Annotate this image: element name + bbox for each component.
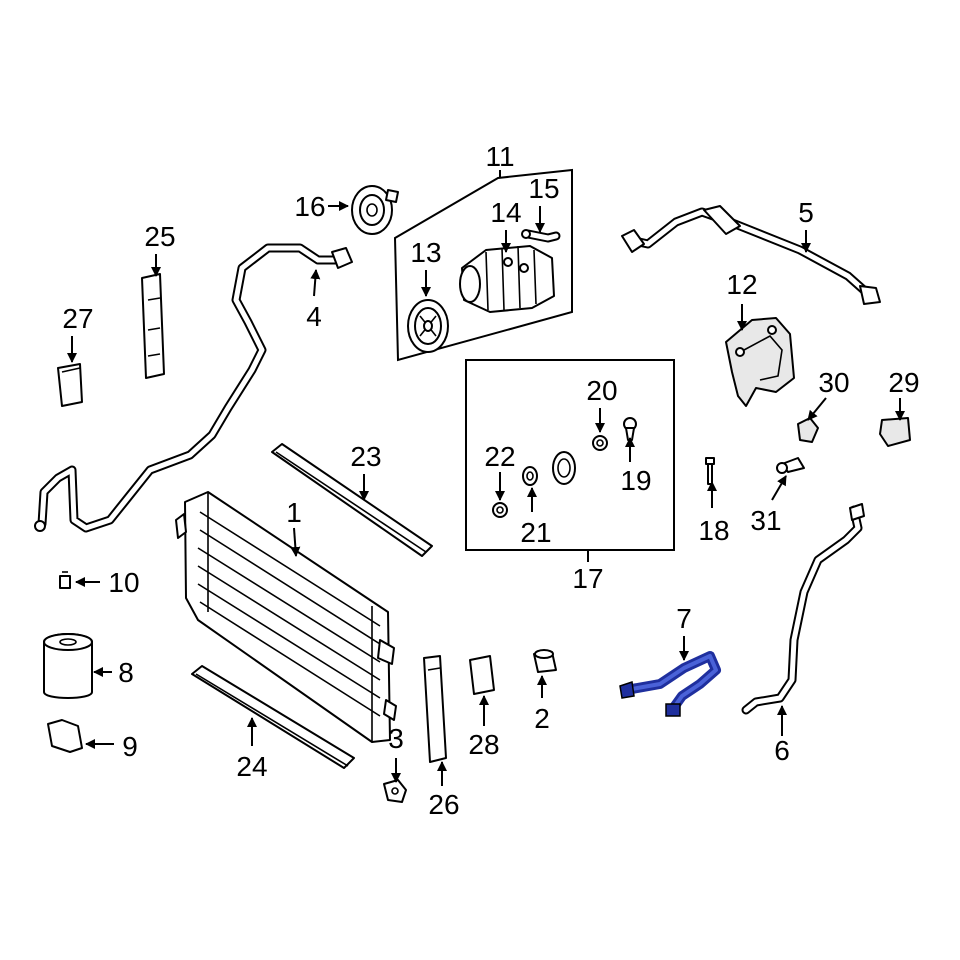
- receiver-drier[interactable]: [43, 633, 93, 699]
- callout-8: 8: [118, 657, 134, 688]
- compressor-bracket[interactable]: [725, 317, 795, 407]
- callout-21: 21: [520, 517, 551, 548]
- pulley-group-box: [465, 359, 675, 551]
- clutch-plate[interactable]: [407, 299, 449, 353]
- callout-10: 10: [108, 567, 139, 598]
- callout-31: 31: [750, 505, 781, 536]
- nut-20[interactable]: [592, 435, 608, 451]
- washer-21[interactable]: [522, 466, 538, 486]
- seal-25[interactable]: [141, 273, 165, 379]
- nut-22[interactable]: [492, 502, 508, 518]
- seal-strip-upper[interactable]: [271, 443, 433, 557]
- switch-fitting[interactable]: [521, 229, 561, 243]
- leader-lines: [67, 170, 905, 786]
- callout-3: 3: [388, 723, 404, 754]
- callout-30: 30: [818, 367, 849, 398]
- seal-27[interactable]: [57, 363, 83, 407]
- bracket-29[interactable]: [879, 417, 911, 447]
- callout-15: 15: [528, 173, 559, 204]
- callout-2: 2: [534, 703, 550, 734]
- seal-28[interactable]: [469, 655, 495, 695]
- bushing-2[interactable]: [533, 649, 557, 673]
- callout-12: 12: [726, 269, 757, 300]
- bolt-19[interactable]: [623, 417, 637, 441]
- callout-4: 4: [306, 301, 322, 332]
- ac-line-left[interactable]: [34, 243, 353, 533]
- ac-line-lower-right[interactable]: [741, 503, 865, 715]
- switch-10[interactable]: [59, 571, 71, 589]
- callout-1: 1: [286, 497, 302, 528]
- callout-labels: 1 2 3 4 5 6 7 8 9 10 11 12 13 14 15 16 1…: [62, 141, 919, 820]
- callout-19: 19: [620, 465, 651, 496]
- mount-3[interactable]: [383, 779, 407, 803]
- callout-16: 16: [294, 191, 325, 222]
- callout-11: 11: [485, 141, 514, 172]
- condenser[interactable]: [175, 491, 397, 743]
- callout-20: 20: [586, 375, 617, 406]
- bolt-18[interactable]: [705, 457, 715, 485]
- callout-23: 23: [350, 441, 381, 472]
- drier-bracket[interactable]: [47, 719, 83, 753]
- callout-9: 9: [122, 731, 138, 762]
- callout-14: 14: [490, 197, 521, 228]
- callout-7: 7: [676, 603, 692, 634]
- callout-18: 18: [698, 515, 729, 546]
- callout-24: 24: [236, 751, 267, 782]
- callout-22: 22: [484, 441, 515, 472]
- callout-28: 28: [468, 729, 499, 760]
- callout-6: 6: [774, 735, 790, 766]
- pulley[interactable]: [351, 185, 399, 235]
- ac-line-upper-right[interactable]: [621, 205, 881, 305]
- idler-pulley[interactable]: [552, 451, 576, 485]
- callout-26: 26: [428, 789, 459, 820]
- ac-hose-assembly-highlighted[interactable]: [619, 651, 721, 717]
- callout-5: 5: [798, 197, 814, 228]
- seal-strip-lower[interactable]: [191, 665, 355, 769]
- compressor-group-box: [393, 168, 573, 362]
- compressor[interactable]: [459, 245, 555, 313]
- callout-27: 27: [62, 303, 93, 334]
- callout-13: 13: [410, 237, 441, 268]
- callout-25: 25: [144, 221, 175, 252]
- valve-31[interactable]: [776, 457, 805, 474]
- seal-26[interactable]: [423, 655, 447, 763]
- clip-30[interactable]: [797, 417, 819, 443]
- callout-29: 29: [888, 367, 919, 398]
- callout-17: 17: [572, 563, 603, 594]
